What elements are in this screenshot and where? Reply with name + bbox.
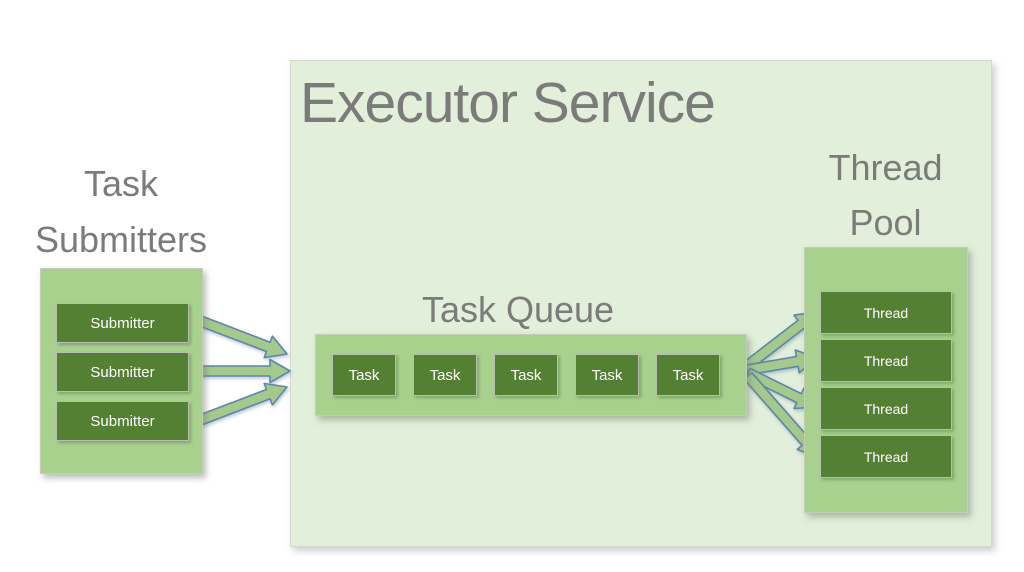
submitter-to-queue-arrow-2 bbox=[187, 382, 288, 430]
submitter-box: Submitter bbox=[56, 303, 189, 343]
task-submitters-label: Task Submitters bbox=[34, 163, 208, 260]
task-queue-label: Task Queue bbox=[421, 289, 615, 330]
task-queue-group: Task Task Task Task Task bbox=[315, 334, 747, 416]
thread-pool-label: Thread Pool bbox=[828, 147, 943, 243]
thread-box: Thread bbox=[820, 387, 952, 430]
submitter-to-queue-arrow-1 bbox=[189, 358, 291, 384]
thread-box: Thread bbox=[820, 435, 952, 478]
task-submitters-group: Submitter Submitter Submitter bbox=[40, 268, 203, 474]
task-box: Task bbox=[494, 354, 558, 396]
task-box: Task bbox=[575, 354, 639, 396]
submitter-to-queue-arrow-0 bbox=[187, 311, 288, 359]
executor-service-title: Executor Service bbox=[300, 71, 716, 135]
task-box: Task bbox=[332, 354, 396, 396]
submitter-box: Submitter bbox=[56, 352, 189, 392]
thread-box: Thread bbox=[820, 339, 952, 382]
thread-pool-group: Thread Thread Thread Thread bbox=[804, 247, 968, 513]
thread-box: Thread bbox=[820, 291, 952, 334]
task-box: Task bbox=[413, 354, 477, 396]
submitter-box: Submitter bbox=[56, 401, 189, 441]
task-box: Task bbox=[656, 354, 720, 396]
